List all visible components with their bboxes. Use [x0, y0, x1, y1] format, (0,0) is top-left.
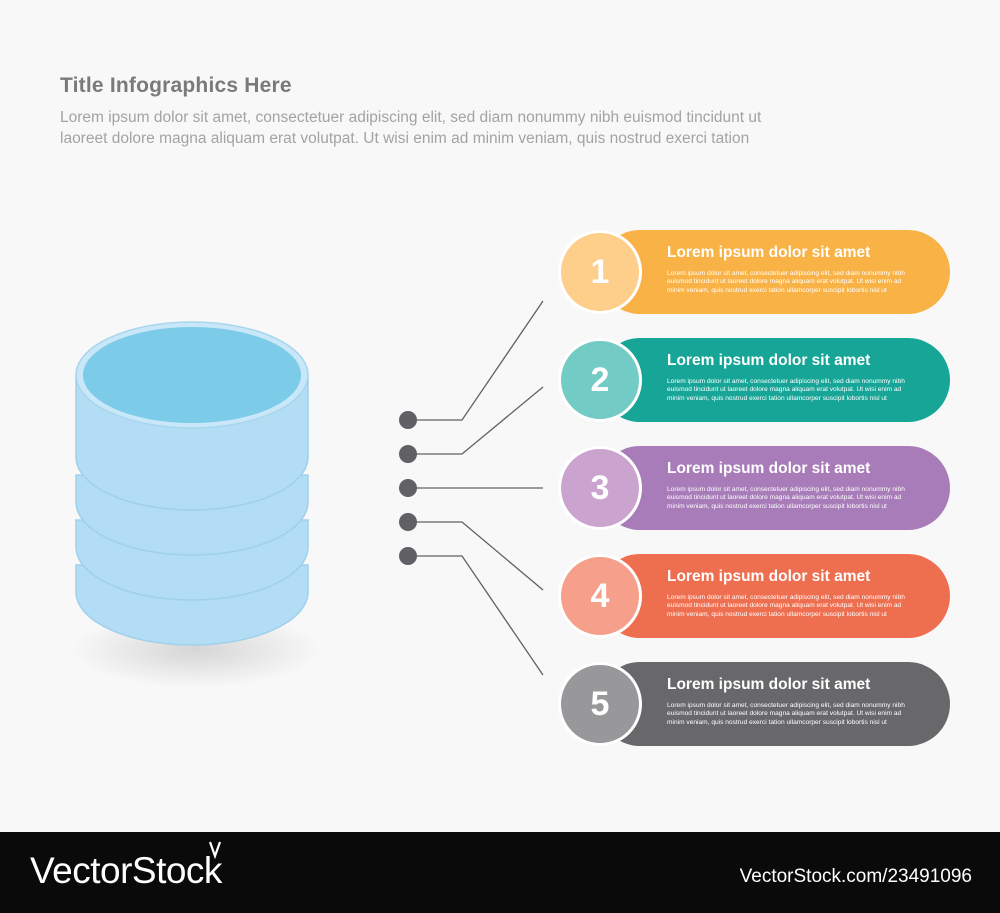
step-number-badge: 3 [558, 446, 642, 530]
step-pill [598, 446, 950, 530]
step-3: 3 Lorem ipsum dolor sit amet Lorem ipsum… [558, 446, 950, 530]
step-pill [598, 230, 950, 314]
connector-line-4 [408, 521, 544, 591]
footer-bar: VectorStock VectorStock.com/23491096 [0, 832, 1000, 913]
step-title: Lorem ipsum dolor sit amet [667, 568, 871, 585]
step-pill [598, 338, 950, 422]
brand-mark-icon [208, 841, 222, 860]
step-number-badge: 1 [558, 230, 642, 314]
database-top [83, 327, 301, 423]
connector-line-1 [408, 300, 544, 421]
connector-dot-icon [399, 479, 417, 497]
step-number-badge: 2 [558, 338, 642, 422]
connectors [399, 300, 544, 676]
step-description: Lorem ipsum dolor sit amet, consectetuer… [667, 594, 905, 618]
step-description: Lorem ipsum dolor sit amet, consectetuer… [667, 378, 905, 402]
subtitle-line-2: laoreet dolore magna aliquam erat volutp… [60, 130, 750, 147]
database-icon [71, 321, 321, 688]
step-number-badge: 5 [558, 662, 642, 746]
connector-dot-icon [399, 547, 417, 565]
step-description: Lorem ipsum dolor sit amet, consectetuer… [667, 702, 905, 726]
footer-image-code: VectorStock.com/23491096 [739, 866, 972, 887]
subtitle-line-1: Lorem ipsum dolor sit amet, consectetuer… [60, 109, 762, 126]
step-description: Lorem ipsum dolor sit amet, consectetuer… [667, 486, 905, 510]
step-pill [598, 554, 950, 638]
page-title: Title Infographics Here [60, 74, 292, 97]
step-pill [598, 662, 950, 746]
connector-line-5 [408, 555, 544, 676]
connector-dot-icon [399, 411, 417, 429]
step-title: Lorem ipsum dolor sit amet [667, 352, 871, 369]
step-title: Lorem ipsum dolor sit amet [667, 460, 871, 477]
step-number-badge: 4 [558, 554, 642, 638]
connector-line-2 [408, 386, 544, 455]
step-description: Lorem ipsum dolor sit amet, consectetuer… [667, 270, 905, 294]
connector-dot-icon [399, 513, 417, 531]
diagram-art [71, 300, 544, 688]
page-subtitle: Lorem ipsum dolor sit amet, consectetuer… [60, 107, 940, 149]
header: Title Infographics Here Lorem ipsum dolo… [60, 74, 940, 149]
step-5: 5 Lorem ipsum dolor sit amet Lorem ipsum… [558, 662, 950, 746]
step-title: Lorem ipsum dolor sit amet [667, 676, 871, 693]
step-4: 4 Lorem ipsum dolor sit amet Lorem ipsum… [558, 554, 950, 638]
step-title: Lorem ipsum dolor sit amet [667, 244, 871, 261]
footer-brand: VectorStock [30, 850, 222, 891]
step-1: 1 Lorem ipsum dolor sit amet Lorem ipsum… [558, 230, 950, 314]
step-2: 2 Lorem ipsum dolor sit amet Lorem ipsum… [558, 338, 950, 422]
connector-dot-icon [399, 445, 417, 463]
